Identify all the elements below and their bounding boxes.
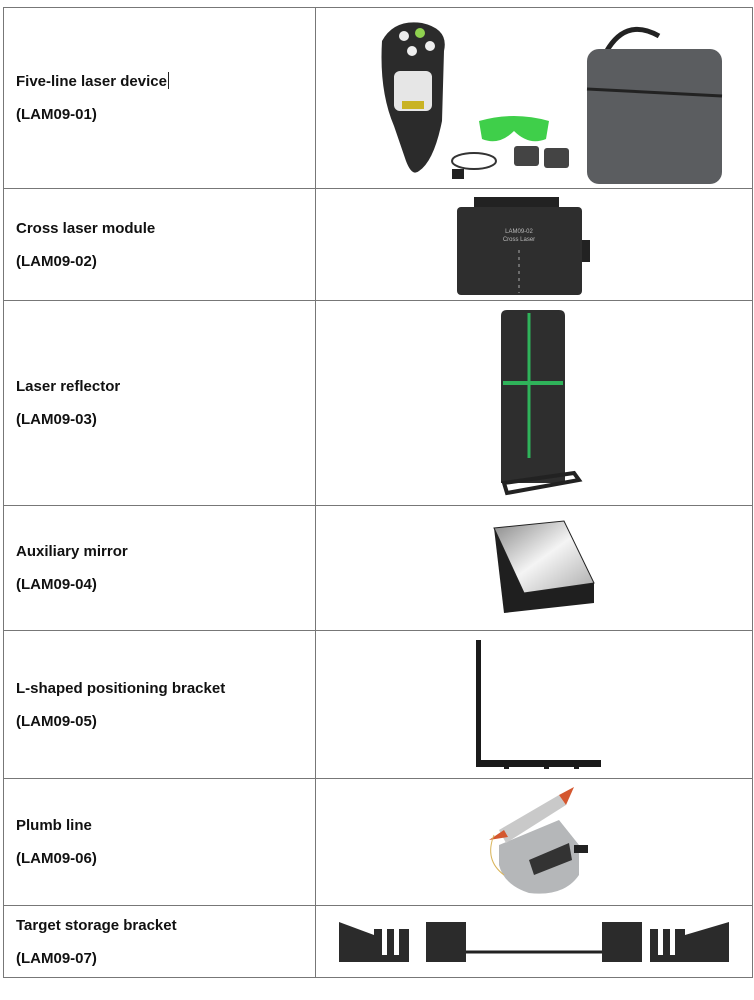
item-name-cell[interactable]: Five-line laser device (LAM09-01) <box>3 7 316 189</box>
item-code: (LAM09-05) <box>16 712 97 730</box>
item-name-cell[interactable]: Plumb line (LAM09-06) <box>3 778 316 906</box>
plumb-line-image <box>489 786 588 894</box>
item-code: (LAM09-04) <box>16 576 97 593</box>
table-row: Auxiliary mirror (LAM09-04) <box>3 505 753 631</box>
item-image-cell <box>315 7 753 189</box>
table-row: Laser reflector (LAM09-03) <box>3 300 753 506</box>
text-cursor <box>167 72 169 89</box>
table-row: Plumb line (LAM09-06) <box>3 778 753 906</box>
item-code: (LAM09-01) <box>16 106 97 123</box>
target-storage-bracket-image <box>339 921 729 962</box>
item-image-cell <box>315 778 753 906</box>
item-name-cell[interactable]: Laser reflector (LAM09-03) <box>3 300 316 506</box>
item-code: (LAM09-02) <box>16 252 97 270</box>
item-code: (LAM09-07) <box>16 949 97 967</box>
item-image-cell: LAM09-02 Cross Laser <box>315 188 753 301</box>
module-label-type: Cross Laser <box>503 237 535 243</box>
equipment-table: Five-line laser device (LAM09-01) <box>3 7 753 978</box>
module-label-code: LAM09-02 <box>505 229 533 235</box>
item-name-cell[interactable]: Target storage bracket (LAM09-07) <box>3 905 316 978</box>
item-name-text: Five-line laser device <box>16 73 167 90</box>
item-image-cell <box>315 905 753 978</box>
item-name: Laser reflector <box>16 378 121 395</box>
item-name: Plumb line <box>16 817 92 834</box>
table-row: L-shaped positioning bracket (LAM09-05) <box>3 630 753 779</box>
item-name-cell[interactable]: L-shaped positioning bracket (LAM09-05) <box>3 630 316 779</box>
item-name: L-shaped positioning bracket <box>16 679 226 697</box>
item-name: Five-line laser device <box>16 65 315 98</box>
item-image-cell <box>315 630 753 779</box>
laser-glasses <box>479 115 549 141</box>
table-row: Cross laser module (LAM09-02) LAM09-02 C… <box>3 188 753 301</box>
auxiliary-mirror-image <box>493 520 595 613</box>
item-image-cell <box>315 505 753 631</box>
table-row: Target storage bracket (LAM09-07) <box>3 905 753 978</box>
l-bracket-image <box>476 639 601 769</box>
item-image-cell <box>315 300 753 506</box>
five-line-laser-kit-image <box>381 21 723 184</box>
laser-reflector-image <box>501 310 583 496</box>
item-name: Target storage bracket <box>16 916 177 934</box>
laser-device <box>381 21 445 173</box>
item-name: Cross laser module <box>16 219 156 237</box>
item-name-cell[interactable]: Cross laser module (LAM09-02) <box>3 188 316 301</box>
item-name-cell[interactable]: Auxiliary mirror (LAM09-04) <box>3 505 316 631</box>
table-row: Five-line laser device (LAM09-01) <box>3 7 753 189</box>
item-name: Auxiliary mirror <box>16 543 128 560</box>
item-code: (LAM09-06) <box>16 850 97 867</box>
cross-laser-module-image: LAM09-02 Cross Laser <box>457 196 590 295</box>
carry-bag <box>586 26 723 184</box>
cables-and-batteries <box>451 145 569 179</box>
item-code: (LAM09-03) <box>16 411 97 428</box>
